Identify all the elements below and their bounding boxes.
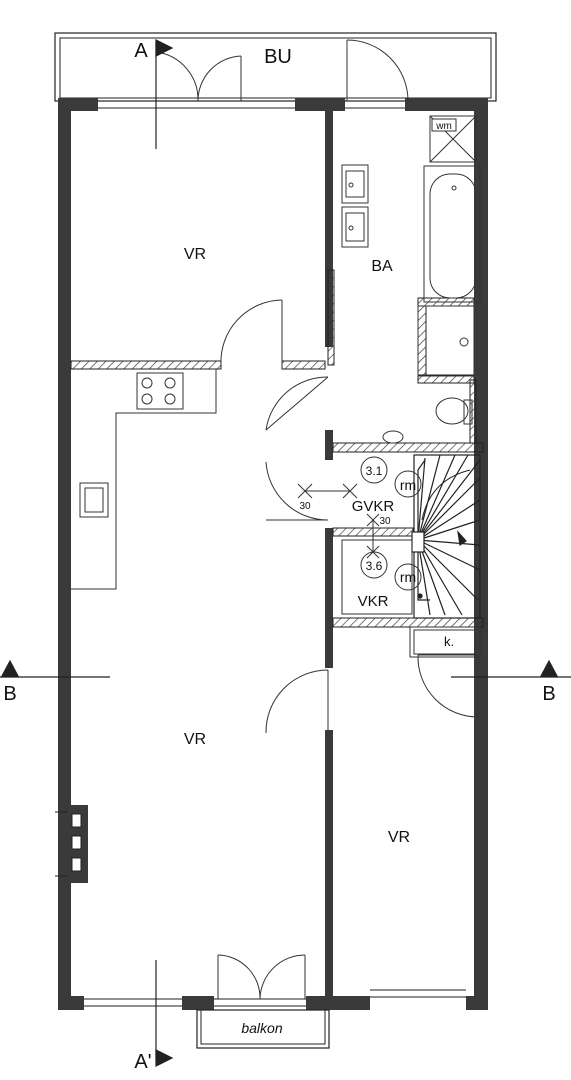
kitchen-counter bbox=[71, 369, 217, 590]
closet bbox=[409, 626, 481, 658]
wall-vent bbox=[55, 805, 88, 883]
label-living-room: VR bbox=[184, 731, 206, 748]
staircase bbox=[411, 454, 481, 619]
outer-walls bbox=[58, 98, 488, 1010]
label-fire-rating-1: 30 bbox=[299, 501, 311, 512]
label-meter-cupboard: GVKR bbox=[352, 498, 395, 515]
meter-cupboard bbox=[297, 118, 457, 615]
section-label-a-top: A bbox=[134, 40, 148, 62]
label-meter-1: 3.1 bbox=[366, 464, 383, 478]
label-meter-2: 3.6 bbox=[366, 559, 383, 573]
bottom-balcony bbox=[196, 1009, 330, 1049]
label-balcony-top: BU bbox=[264, 46, 292, 68]
bathroom-fixtures bbox=[341, 115, 481, 444]
label-rm-2: rm bbox=[400, 569, 416, 585]
label-room-top-left: VR bbox=[184, 246, 206, 263]
label-rm-1: rm bbox=[400, 477, 416, 493]
windows bbox=[84, 100, 466, 1007]
label-fire-rating-2: 30 bbox=[379, 516, 391, 527]
labels: BU VR BA VR VR GVKR VKR k. balkon 3.1 3.… bbox=[3, 40, 555, 1073]
label-closet: k. bbox=[444, 634, 454, 649]
doors bbox=[155, 39, 479, 1000]
partitions bbox=[70, 269, 484, 628]
section-markers bbox=[0, 39, 571, 1067]
section-label-b-right: B bbox=[542, 683, 555, 705]
section-label-b-left: B bbox=[3, 683, 16, 705]
label-balcony-bottom: balkon bbox=[241, 1020, 282, 1036]
label-bathroom: BA bbox=[371, 258, 393, 275]
section-label-a-bottom: A' bbox=[134, 1051, 151, 1073]
label-wm: wm bbox=[435, 121, 452, 132]
label-room-right: VR bbox=[388, 829, 410, 846]
label-stair-cupboard: VKR bbox=[358, 593, 389, 610]
